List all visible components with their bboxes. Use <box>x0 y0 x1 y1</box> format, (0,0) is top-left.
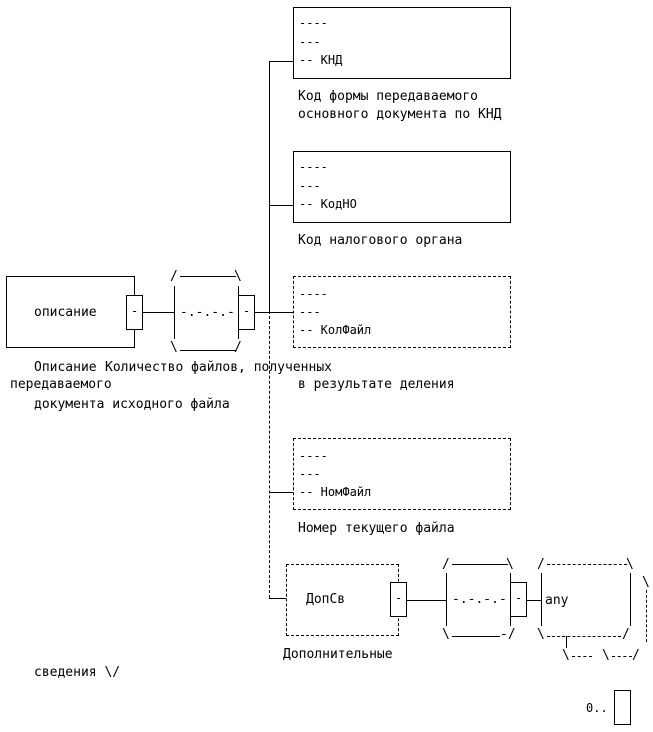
sequence-bottom-right-corner: / <box>234 340 242 355</box>
connector-kolfail <box>269 312 293 313</box>
connector-sequence2-any <box>527 600 541 601</box>
any-stack-bottom-right: / <box>632 648 640 663</box>
element-knd-line-1: ---- <box>299 16 328 30</box>
sequence-bottom-edge <box>180 350 236 351</box>
element-dopsv-description-2: сведения \/ <box>34 665 121 680</box>
trunk-dashed-bottom <box>269 311 270 598</box>
any-cardinality-marker <box>614 690 631 725</box>
any-right-edge <box>630 573 631 626</box>
root-description-line-3: документа исходного файла <box>34 397 230 412</box>
any-bottom-right-corner: / <box>622 627 630 642</box>
element-kolfail-line-1: ---- <box>299 287 328 301</box>
element-nomfail-line-2: --- <box>299 467 321 481</box>
element-kolfail-name: -- КолФайл <box>299 323 372 337</box>
sequence2-top-left-corner: / <box>442 557 450 572</box>
any-stack-bottom-edge-1 <box>572 656 592 657</box>
any-cardinality: 0.. <box>586 701 608 715</box>
sequence-top-left-corner: / <box>170 269 178 284</box>
any-stack-right-corner: \ <box>642 575 650 590</box>
any-bottom-edge <box>547 636 621 637</box>
any-stack-bottom-left: \ <box>562 648 570 663</box>
sequence2-expand-toggle-glyph: - <box>515 591 523 605</box>
any-stack-bottom-mid: \ <box>602 648 610 663</box>
sequence2-bottom-edge <box>452 636 500 637</box>
element-kodno-box[interactable] <box>293 151 511 223</box>
any-left-edge <box>541 573 542 626</box>
element-dopsv-label: ДопСв <box>306 592 346 607</box>
any-bottom-left-corner: \ <box>537 627 545 642</box>
connector-sequence-trunk <box>255 312 269 313</box>
any-element-label[interactable]: any <box>545 593 569 608</box>
element-nomfail-box[interactable] <box>293 438 511 510</box>
sequence2-top-right-corner: \ <box>506 557 514 572</box>
sequence2-expand-toggle[interactable] <box>510 582 527 617</box>
sequence-expand-toggle-glyph: - <box>243 304 251 318</box>
element-kolfail-line-2: --- <box>299 305 321 319</box>
any-stack-stem <box>566 636 567 648</box>
root-expand-toggle-glyph: - <box>131 304 139 318</box>
element-knd-line-2: --- <box>299 35 321 49</box>
connector-dopsv-sequence <box>407 600 446 601</box>
sequence-bottom-left-corner: \ <box>170 340 178 355</box>
element-kodno-name: -- КодНО <box>299 197 357 211</box>
sequence2-left-edge <box>446 573 447 626</box>
connector-kodno <box>269 205 293 206</box>
root-description-line-2: передаваемого <box>10 377 112 392</box>
sequence2-symbol: -.-.-.- <box>452 592 507 607</box>
sequence2-bottom-right-corner: -/ <box>500 627 516 642</box>
element-nomfail-name: -- НомФайл <box>299 485 372 499</box>
dopsv-expand-toggle-glyph: - <box>395 591 403 605</box>
root-element-label: описание <box>34 305 97 320</box>
root-description-line-1: Описание <box>34 360 97 375</box>
any-stack-right-edge <box>646 590 647 642</box>
root-expand-toggle[interactable] <box>126 295 143 330</box>
any-top-edge <box>547 564 627 565</box>
element-dopsv-description-1: Дополнительные <box>283 647 393 662</box>
dopsv-expand-toggle[interactable] <box>390 582 407 617</box>
element-knd-description-1: Код формы передаваемого <box>298 89 479 104</box>
element-kolfail-box[interactable] <box>293 276 511 348</box>
any-stack-bottom-edge-2 <box>612 656 632 657</box>
connector-dopsv <box>269 598 286 599</box>
connector-root-sequence <box>143 312 174 313</box>
connector-knd <box>269 61 293 62</box>
element-kolfail-description-1: Количество файлов, полученных <box>105 360 332 375</box>
sequence-symbol: -.-.-.- <box>180 305 235 320</box>
element-knd-description-2: основного документа по КНД <box>298 107 502 122</box>
sequence2-bottom-left-corner: \ <box>442 627 450 642</box>
element-kodno-line-2: --- <box>299 179 321 193</box>
any-top-left-corner: / <box>537 557 545 572</box>
sequence-top-right-corner: \ <box>234 269 242 284</box>
sequence-left-edge <box>174 286 175 339</box>
sequence2-top-edge <box>452 564 508 565</box>
connector-nomfail <box>269 492 293 493</box>
element-knd-box[interactable] <box>293 7 511 79</box>
element-kodno-line-1: ---- <box>299 160 328 174</box>
trunk-solid-top <box>269 61 270 311</box>
element-nomfail-description-1: Номер текущего файла <box>298 521 455 536</box>
sequence-expand-toggle[interactable] <box>238 295 255 330</box>
sequence-top-edge <box>180 276 236 277</box>
element-kolfail-description-2: в результате деления <box>298 377 455 392</box>
any-top-right-corner: \ <box>626 557 634 572</box>
element-nomfail-line-1: ---- <box>299 449 328 463</box>
element-knd-name: -- КНД <box>299 53 343 67</box>
element-kodno-description-1: Код налогового органа <box>298 233 463 248</box>
